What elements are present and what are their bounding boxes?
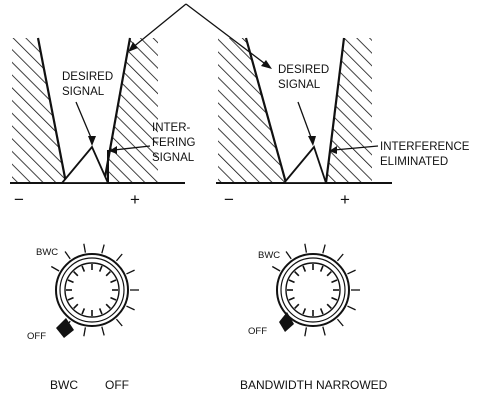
right-knob-off-label: OFF bbox=[248, 326, 267, 337]
grip-tooth bbox=[294, 303, 300, 309]
grip-tooth bbox=[319, 308, 324, 315]
grip-tooth bbox=[105, 303, 111, 309]
scale-tick bbox=[322, 326, 326, 336]
scale-tick bbox=[304, 243, 308, 253]
right-eliminated-label-line2: ELIMINATED bbox=[380, 156, 448, 168]
left-desired-label-line2: SIGNAL bbox=[62, 86, 105, 98]
left-desired-signal-peak bbox=[60, 145, 110, 184]
grip-tooth bbox=[326, 271, 332, 277]
left-minus-sign: − bbox=[14, 190, 24, 209]
right-filter-wall-low bbox=[218, 38, 286, 183]
left-passband-panel: DESIRED SIGNAL INTER- FERING SIGNAL − + bbox=[10, 37, 196, 209]
left-filter-wall-low bbox=[12, 38, 66, 183]
scale-tick bbox=[126, 269, 135, 275]
left-caption-off: OFF bbox=[105, 378, 129, 392]
left-interfering-label-line2: FERING bbox=[152, 137, 196, 149]
grip-tooth bbox=[331, 296, 338, 301]
scale-tick bbox=[336, 318, 344, 327]
grip-tooth bbox=[302, 265, 307, 272]
right-knob-bwc-label: BWC bbox=[258, 250, 280, 261]
scale-tick bbox=[83, 243, 87, 253]
grip-tooth bbox=[98, 308, 103, 315]
scale-tick bbox=[304, 327, 308, 337]
grip-tooth bbox=[73, 271, 79, 277]
right-bwc-knob[interactable]: BWC OFF bbox=[248, 243, 360, 337]
scale-tick bbox=[50, 265, 60, 272]
left-caption-bwc: BWC bbox=[50, 378, 78, 392]
grip-tooth bbox=[110, 279, 117, 284]
grip-tooth bbox=[105, 271, 111, 277]
scale-tick bbox=[347, 305, 356, 311]
right-knob-ring bbox=[280, 257, 346, 323]
left-knob-ring bbox=[59, 257, 125, 323]
scale-tick bbox=[322, 244, 326, 254]
scale-tick bbox=[101, 244, 105, 254]
right-desired-signal-peak bbox=[282, 145, 328, 184]
grip-tooth bbox=[302, 308, 307, 315]
right-caption: BANDWIDTH NARROWED bbox=[240, 378, 388, 392]
left-interfering-label-line3: SIGNAL bbox=[152, 152, 195, 164]
right-filter-edge-low bbox=[244, 37, 288, 184]
scale-tick bbox=[64, 251, 71, 260]
scale-tick bbox=[115, 318, 123, 327]
scale-tick bbox=[271, 265, 281, 272]
right-eliminated-label-line1: INTERFERENCE bbox=[380, 141, 470, 153]
left-knob-off-label: OFF bbox=[27, 331, 46, 342]
grip-tooth bbox=[67, 296, 74, 301]
grip-tooth bbox=[81, 265, 86, 272]
right-knob-body bbox=[285, 262, 341, 318]
grip-tooth bbox=[73, 303, 79, 309]
right-desired-label-line1: DESIRED bbox=[278, 64, 329, 76]
left-interfering-label-line1: INTER- bbox=[152, 122, 191, 134]
right-passband-panel: DESIRED SIGNAL INTERFERENCE ELIMINATED −… bbox=[216, 37, 470, 209]
left-filter-wall-high bbox=[104, 38, 158, 183]
scale-tick bbox=[126, 305, 135, 311]
left-plus-sign: + bbox=[130, 190, 140, 209]
grip-tooth bbox=[81, 308, 86, 315]
comparison-apex-lines bbox=[128, 3, 272, 69]
right-minus-sign: − bbox=[224, 190, 234, 209]
grip-tooth bbox=[326, 303, 332, 309]
grip-tooth bbox=[294, 271, 300, 277]
left-knob-scale-ticks bbox=[50, 243, 139, 337]
grip-tooth bbox=[288, 279, 295, 284]
scale-tick bbox=[336, 253, 344, 262]
grip-tooth bbox=[98, 265, 103, 272]
left-bwc-knob[interactable]: BWC OFF bbox=[27, 243, 139, 342]
grip-tooth bbox=[331, 279, 338, 284]
right-filter-edge-high bbox=[324, 37, 346, 184]
scale-tick bbox=[83, 327, 87, 337]
grip-tooth bbox=[67, 279, 74, 284]
scale-tick bbox=[101, 326, 105, 336]
right-desired-label-line2: SIGNAL bbox=[278, 79, 321, 91]
left-desired-label-line1: DESIRED bbox=[62, 71, 113, 83]
right-plus-sign: + bbox=[340, 190, 350, 209]
grip-tooth bbox=[319, 265, 324, 272]
left-knob-grip-teeth bbox=[66, 264, 118, 316]
right-filter-wall-high bbox=[326, 38, 372, 183]
right-knob-pointer bbox=[279, 312, 294, 332]
scale-tick bbox=[285, 251, 292, 260]
scale-tick bbox=[115, 253, 123, 262]
right-knob-grip-teeth bbox=[287, 264, 339, 316]
left-knob-bwc-label: BWC bbox=[36, 247, 58, 258]
grip-tooth bbox=[110, 296, 117, 301]
left-knob-body bbox=[64, 262, 120, 318]
scale-tick bbox=[347, 269, 356, 275]
left-knob-pointer bbox=[56, 318, 74, 338]
left-filter-edge-low bbox=[36, 37, 68, 184]
grip-tooth bbox=[288, 296, 295, 301]
